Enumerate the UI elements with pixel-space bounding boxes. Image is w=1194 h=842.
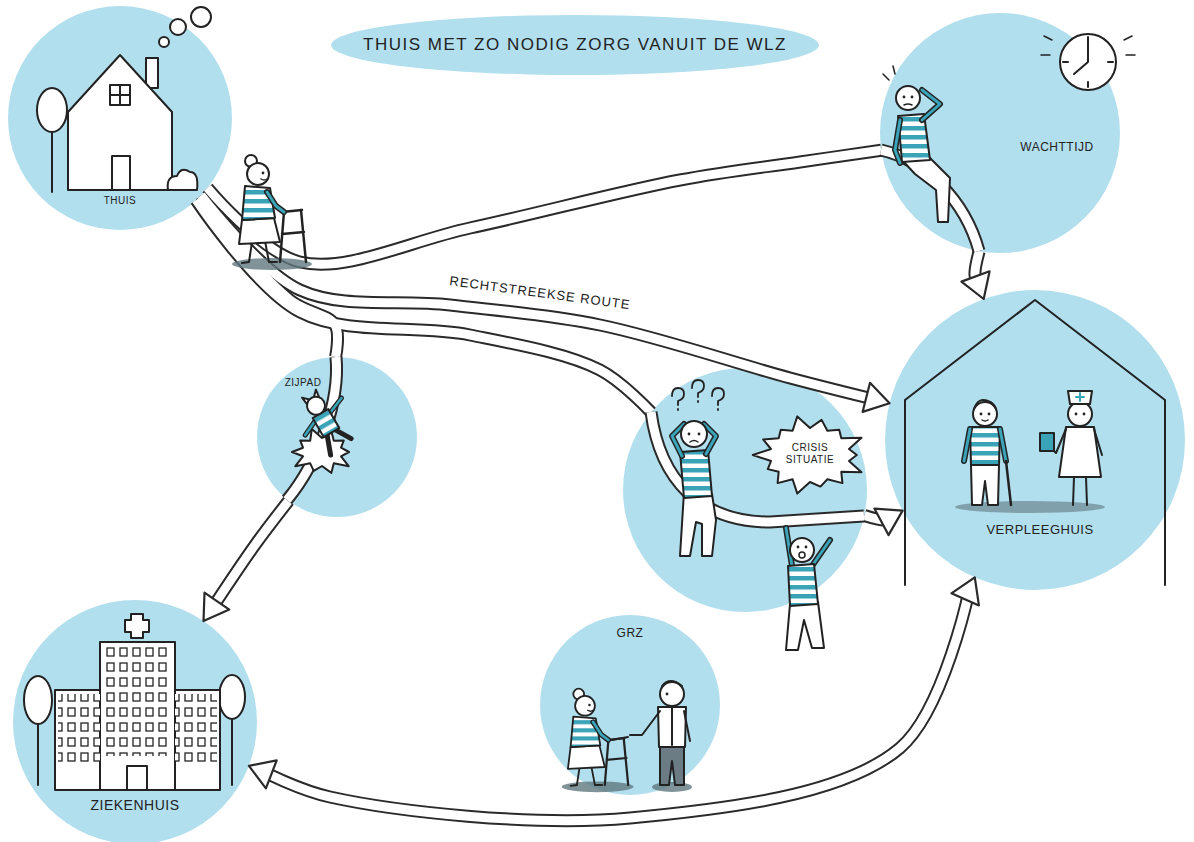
hospital-drawing-part: [37, 715, 39, 785]
arrow-head: [249, 760, 277, 788]
worried-man-figure-part: [680, 450, 712, 498]
doctor-figure-part: [666, 693, 669, 696]
arrow-head: [204, 593, 230, 621]
nurse-figure-part: [1076, 393, 1084, 401]
hospital-drawing-part: [24, 676, 52, 724]
circle-fill: [13, 600, 257, 842]
nurse-figure-part: [1040, 433, 1054, 451]
label-slot: ZIEKENHUIS: [75, 797, 195, 814]
route-fill: [262, 590, 969, 820]
circle-shape: [623, 368, 867, 612]
hanging-man-figure-part: [788, 564, 818, 606]
label-slot: THUIS: [85, 195, 155, 207]
hospital-drawing-part: [58, 694, 100, 764]
circle-fill: [885, 290, 1185, 590]
house-drawing-part: [170, 19, 186, 35]
hanging-man-figure-part: [805, 546, 808, 549]
arrow-head: [951, 577, 979, 605]
waiting-man-figure-part: [896, 86, 920, 110]
nurse-figure-part: [1075, 413, 1078, 416]
worried-man-figure-part: [681, 421, 707, 447]
circle-fill: [8, 6, 232, 230]
nursing-home-circle: VERPLEEGHUIS: [885, 290, 1185, 590]
worried-man-figure-part: [698, 433, 701, 436]
place-label: ZIJPAD: [281, 377, 325, 389]
title-band: [331, 15, 819, 75]
hanging-man-figure-part: [790, 538, 814, 562]
house-drawing-part: [168, 170, 198, 190]
doctor-figure-part: [660, 682, 684, 706]
hanging-man-figure-part: [786, 602, 824, 650]
house-drawing-part: [159, 37, 169, 47]
route-fill: [207, 150, 881, 264]
worried-man-figure-part: [688, 433, 691, 436]
place-label: THUIS: [85, 195, 155, 207]
walker-woman-figure: [232, 155, 312, 270]
road-outlines: [196, 150, 979, 820]
route-fill: [211, 501, 288, 610]
circle-shape: [885, 290, 1185, 590]
road-fills: [196, 150, 979, 820]
house-drawing-part: [146, 58, 158, 88]
doctor-figure-part: [652, 782, 692, 792]
circle-fill: [880, 13, 1120, 253]
house-drawing-part: [110, 85, 130, 105]
circle-fill: [257, 357, 417, 517]
house-drawing-part: [112, 156, 130, 190]
circle-fill: [540, 615, 720, 795]
hanging-man-figure: [786, 528, 830, 650]
place-label: VERPLEEGHUIS: [970, 522, 1110, 538]
route-arrow: [211, 501, 288, 610]
hospital-drawing-part: [55, 690, 103, 790]
nurse-figure-part: [1083, 413, 1086, 416]
place-label: GRZ: [605, 626, 655, 640]
house-drawing-part: [110, 85, 130, 105]
clock-drawing-part: [1063, 37, 1113, 87]
label-slot: VERPLEEGHUIS: [970, 522, 1110, 538]
hospital-drawing-part: [175, 694, 217, 764]
waiting-man-figure-part: [903, 96, 906, 99]
house-drawing-part: [37, 88, 67, 132]
hospital-drawing-part: [172, 690, 220, 790]
nurse-figure-part: [1068, 391, 1092, 404]
route-arrow: [262, 590, 969, 820]
crisis-circle: CRISIS SITUATIE: [623, 368, 867, 612]
clock-drawing-part: [1060, 34, 1116, 90]
label-slot: ZIJPAD: [281, 377, 325, 389]
arrow-head: [874, 509, 902, 535]
label-slot: CRISIS SITUATIE: [780, 442, 840, 466]
rehab-circle: GRZ: [540, 615, 720, 795]
waiting-man-figure-part: [911, 96, 914, 99]
title-slot: THUIS MET ZO NODIG ZORG VANUIT DE WLZ: [275, 35, 875, 55]
place-label: ZIEKENHUIS: [75, 797, 195, 814]
place-label: WACHTTIJD: [1012, 140, 1102, 154]
worried-man-figure-part: [690, 441, 698, 443]
hospital-drawing-part: [231, 712, 233, 785]
route-arrow: [207, 150, 881, 264]
nurse-figure-part: [1068, 402, 1092, 426]
hanging-man-figure-part: [797, 546, 800, 549]
arrow-head: [863, 383, 890, 412]
label-slot: GRZ: [605, 626, 655, 640]
circle-shape: [540, 615, 720, 795]
hospital-drawing-part: [219, 675, 245, 719]
hospital-drawing-part: [100, 642, 175, 790]
hospital-drawing-part: [104, 646, 171, 756]
hanging-man-figure-part: [799, 552, 805, 558]
hospital-drawing-part: [127, 766, 147, 790]
circle-fill: [623, 368, 867, 612]
route-label-slot: RECHTSTREEKSE ROUTE: [540, 293, 730, 311]
place-label: CRISIS SITUATIE: [780, 442, 840, 466]
house-drawing-part: [191, 7, 211, 27]
arrow-head: [961, 271, 989, 299]
diagram-title: THUIS MET ZO NODIG ZORG VANUIT DE WLZ: [363, 35, 787, 55]
label-slot: WACHTTIJD: [1012, 140, 1102, 154]
